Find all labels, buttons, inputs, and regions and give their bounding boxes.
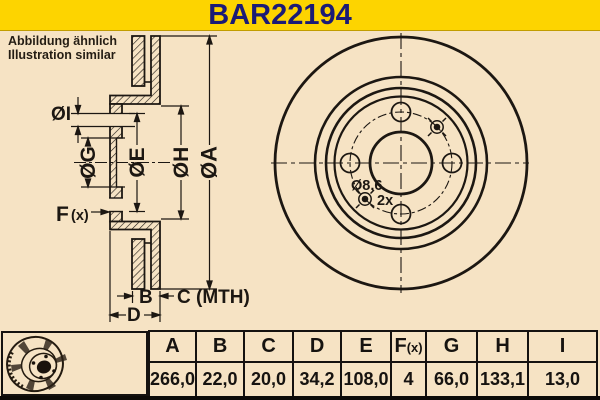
dim-label-g: ØG (77, 146, 100, 179)
bottom-left-friction-plate (131, 238, 146, 290)
dim-label-h: ØH (170, 147, 193, 179)
dim-label-b: B (139, 287, 153, 308)
locating-holes (355, 117, 447, 209)
product-photo-cell (1, 331, 148, 396)
dim-label-a: ØA (197, 146, 222, 179)
section-dimension-labels: ØI ØG ØE ØH ØA F (x) B C (MTH) D (51, 104, 250, 326)
spec-header-d: D (292, 330, 343, 363)
front-view: Ø8,6 2x (271, 33, 529, 293)
locating-hole-lower-left (355, 189, 375, 209)
spec-value-c: 20,0 (243, 361, 295, 398)
illustration-note-en: Illustration similar (8, 48, 116, 62)
bolt-hole-section-bottom (109, 198, 123, 212)
hole-diameter-label: Ø8,6 (351, 178, 382, 194)
thumb-outer-rim (6, 335, 64, 393)
spec-header-f-suffix: (x) (406, 340, 423, 355)
hole-count-label: 2x (377, 193, 393, 209)
spec-table-value-row: 266,0 22,0 20,0 34,2 108,0 4 66,0 133,1 … (147, 361, 599, 398)
spec-value-d: 34,2 (292, 361, 343, 398)
dim-label-e: ØE (126, 147, 149, 177)
spec-header-h: H (476, 330, 530, 363)
dim-label-d: D (127, 305, 141, 326)
thumb-bolt-holes (31, 354, 56, 380)
technical-drawing: ØI ØG ØE ØH ØA F (x) B C (MTH) D (51, 33, 529, 326)
thumb-shading-wedges (11, 339, 67, 391)
section-view: ØI ØG ØE ØH ØA F (x) B C (MTH) D (51, 34, 250, 326)
bolt-hole-section-top (109, 113, 123, 127)
spec-value-e: 108,0 (340, 361, 393, 398)
top-left-friction-plate (131, 35, 146, 87)
spec-value-a: 266,0 (147, 361, 198, 398)
product-thumbnail (6, 335, 67, 393)
section-dimensions (71, 34, 217, 322)
spec-value-h: 133,1 (476, 361, 530, 398)
spec-table: A B C D E F(x) G H I 266,0 22,0 20,0 34,… (147, 330, 599, 398)
spec-header-f-main: F (394, 335, 407, 357)
dim-label-f: F (56, 203, 69, 226)
spec-value-i: 13,0 (527, 361, 599, 398)
spec-header-g: G (425, 330, 479, 363)
dim-label-c: C (MTH) (177, 287, 250, 308)
spec-value-b: 22,0 (195, 361, 246, 398)
spec-header-c: C (243, 330, 295, 363)
spec-header-f: F(x) (390, 330, 428, 363)
bottom-bar-and-right-plate (109, 220, 161, 290)
illustration-note-de: Abbildung ähnlich (8, 34, 118, 48)
dim-label-i: ØI (51, 104, 71, 125)
thumb-centre-bore (36, 360, 52, 374)
front-view-centerlines (271, 33, 529, 293)
illustration-note: Abbildung ähnlich Illustration similar (8, 34, 117, 62)
spec-header-b: B (195, 330, 246, 363)
header-banner: BAR22194 (0, 0, 600, 31)
spec-header-a: A (147, 330, 198, 363)
locating-hole-upper-right (427, 117, 447, 137)
spec-table-header-row: A B C D E F(x) G H I (147, 330, 599, 363)
dim-label-f-suffix: (x) (71, 208, 89, 224)
spec-header-i: I (527, 330, 599, 363)
bottom-border-bar (0, 396, 600, 400)
spec-value-g: 66,0 (425, 361, 479, 398)
spec-header-e: E (340, 330, 393, 363)
spec-value-f: 4 (390, 361, 428, 398)
thumb-hub-ring (28, 352, 58, 380)
part-number-title: BAR22194 (208, 0, 352, 31)
